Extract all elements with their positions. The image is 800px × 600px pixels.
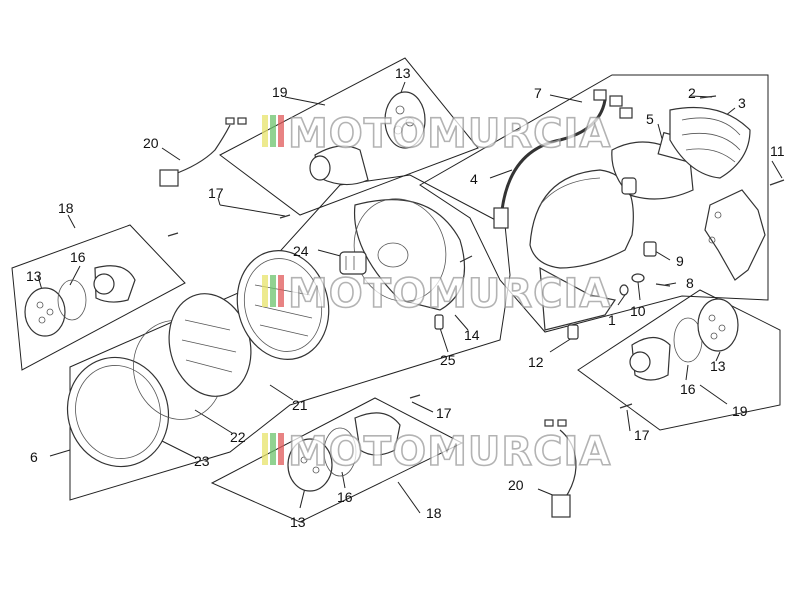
watermark-middle: MOTOMURCIA (262, 270, 611, 318)
wire-connector-top-part (159, 117, 247, 187)
callout-16-bottom: 16 (337, 489, 353, 505)
callout-13-right: 13 (710, 358, 726, 374)
headlight-rim-part (66, 356, 170, 468)
callout-11: 11 (770, 143, 785, 159)
turn-signal-top-part (309, 91, 426, 186)
callout-19-top: 19 (272, 84, 288, 100)
outline-right-turn-signal-group (577, 289, 781, 431)
callout-12: 12 (528, 354, 544, 370)
callout-20-bottom: 20 (508, 477, 524, 493)
license-plate-bracket-part (704, 189, 766, 281)
taillight-screw-part (699, 95, 785, 186)
callout-16-right: 16 (680, 381, 696, 397)
callout-18-bottom: 18 (426, 505, 442, 521)
callout-18-left: 18 (58, 200, 74, 216)
watermark-top-text: MOTOMURCIA (288, 111, 611, 157)
turn-signal-screws-part (167, 214, 633, 409)
callout-6: 6 (30, 449, 38, 465)
callout-9: 9 (676, 253, 684, 269)
callout-10: 10 (630, 303, 646, 319)
callout-13-top: 13 (395, 65, 411, 81)
callout-13-bottom: 13 (290, 514, 306, 530)
callout-5: 5 (646, 111, 654, 127)
turn-signal-bottom-part (287, 412, 401, 492)
callout-8: 8 (686, 275, 694, 291)
small-hardware-parts (567, 241, 671, 340)
callout-25: 25 (440, 352, 456, 368)
watermark-bottom-text: MOTOMURCIA (288, 429, 611, 475)
group-outlines (11, 57, 781, 523)
wiring-harness-part (493, 89, 633, 229)
callout-21: 21 (292, 397, 308, 413)
callout-14: 14 (464, 327, 480, 343)
small-bulb-part (434, 314, 444, 330)
watermark-middle-text: MOTOMURCIA (288, 271, 611, 317)
outline-top-turn-signal-group (219, 57, 479, 216)
callout-17-bottom: 17 (634, 427, 650, 443)
callout-23: 23 (194, 453, 210, 469)
callout-4: 4 (470, 171, 478, 187)
callout-2: 2 (688, 85, 696, 101)
callout-19-right: 19 (732, 403, 748, 419)
callout-16-left: 16 (70, 249, 86, 265)
outline-taillight-group (419, 74, 769, 333)
callout-17-right: 17 (436, 405, 452, 421)
turn-signal-left-part (24, 265, 136, 337)
callout-22: 22 (230, 429, 246, 445)
callout-24: 24 (293, 243, 309, 259)
tail-fairing-part (529, 169, 634, 331)
outline-headlight-group (69, 174, 511, 501)
callout-1: 1 (608, 312, 616, 328)
headlight-screw-part (459, 255, 473, 263)
watermark-bottom: MOTOMURCIA (262, 428, 611, 476)
callout-7: 7 (534, 85, 542, 101)
outline-left-turn-signal-group (11, 224, 186, 371)
callout-17-top: 17 (208, 185, 224, 201)
callout-13-left: 13 (26, 268, 42, 284)
taillight-lens-part (669, 106, 751, 179)
callout-20-top: 20 (143, 135, 159, 151)
watermark-top: MOTOMURCIA (262, 110, 611, 158)
outline-bottom-turn-signal-group (210, 397, 464, 523)
bulb-holder-part (339, 251, 367, 275)
wire-connector-bottom-part (544, 419, 577, 518)
callout-labels: 1 2 3 4 5 6 7 8 9 10 11 12 13 13 13 13 1… (26, 65, 785, 530)
callout-3: 3 (738, 95, 746, 111)
turn-signal-right-part (629, 298, 739, 381)
